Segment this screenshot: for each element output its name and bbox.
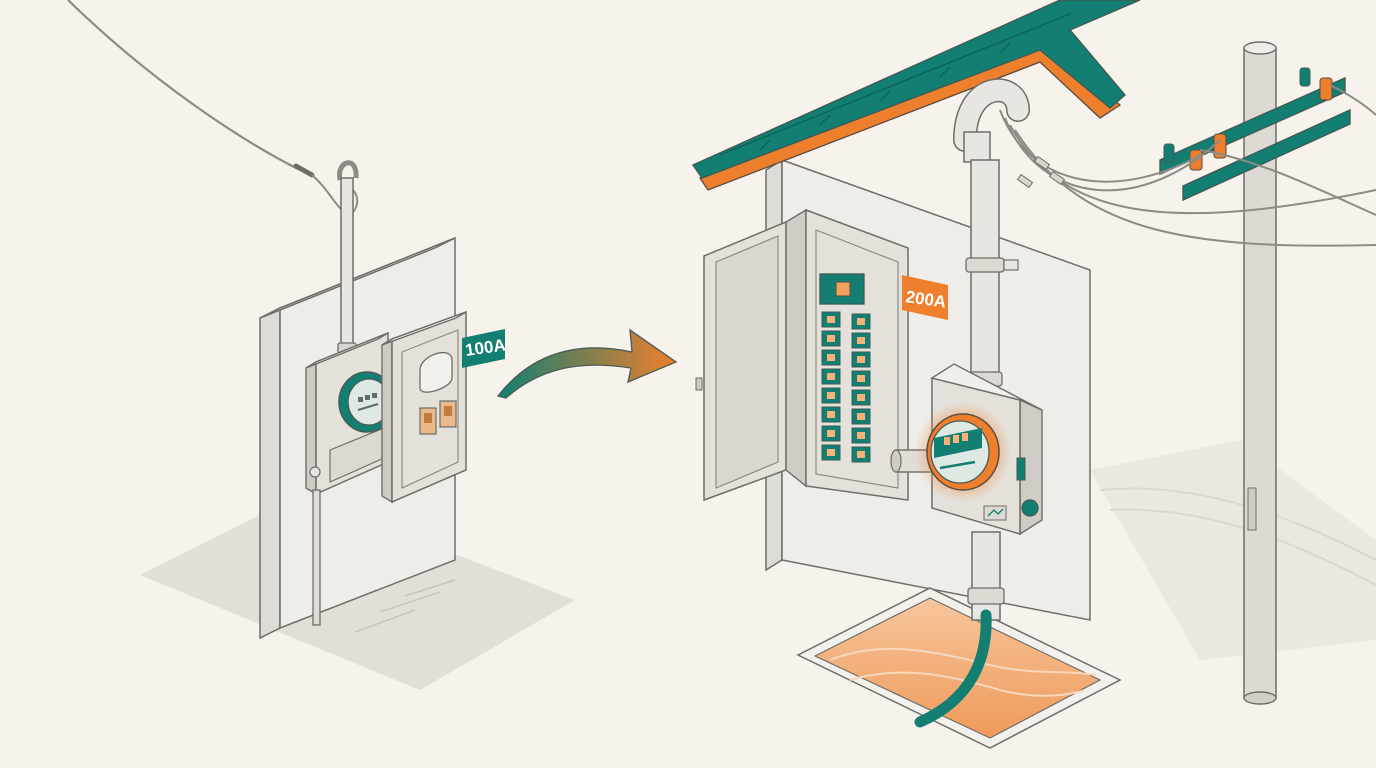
old-shadow-dash	[379, 591, 441, 613]
new-meter-label-plate	[983, 505, 1007, 521]
panel-feed-end	[890, 449, 902, 473]
old-ground-rod	[312, 489, 321, 626]
pole-crossarm	[1159, 76, 1351, 202]
new-panel-inner	[815, 229, 899, 489]
old-wall-top	[259, 237, 456, 319]
old-mast-conduit	[340, 177, 354, 351]
old-weatherhead-hook	[337, 160, 359, 181]
branch-breaker-toggle	[827, 449, 835, 456]
old-service-group: 100A	[67, 0, 575, 690]
wire-connectors	[1016, 155, 1066, 189]
branch-breaker-toggle	[857, 413, 865, 420]
new-service-rating-tag: 200A	[902, 275, 948, 320]
old-wire-clamp	[293, 163, 315, 178]
roof-shingles	[691, 0, 1141, 179]
utility-pole	[1243, 41, 1277, 705]
old-meter-knockout	[309, 466, 321, 478]
branch-breaker-toggle	[857, 432, 865, 439]
branch-breaker-toggle	[827, 373, 835, 380]
old-service-drop-wire	[67, 0, 301, 171]
branch-breaker-toggle	[827, 411, 835, 418]
old-panel-top	[381, 311, 467, 346]
new-panel-side	[785, 208, 807, 488]
underground-conduit-coupling	[967, 587, 1005, 605]
old-service-rating-tag: 100A	[462, 329, 507, 368]
branch-breaker-toggle	[827, 316, 835, 323]
branch-breaker-toggle	[857, 394, 865, 401]
new-service-mast	[953, 78, 1030, 387]
branch-breaker-toggle	[857, 318, 865, 325]
branch-breaker-toggle	[857, 375, 865, 382]
new-service-group: 200A	[691, 0, 1376, 749]
branch-breaker-toggle	[827, 392, 835, 399]
new-meter-knockout	[1021, 499, 1039, 517]
branch-breaker-toggle	[857, 337, 865, 344]
old-shadow-dash	[354, 609, 416, 633]
old-panel-inner	[401, 329, 459, 489]
smart-meter-icon	[926, 413, 1000, 491]
roof-shingle-lines	[719, 13, 1071, 156]
old-shadow-dash	[404, 579, 456, 597]
branch-breaker-toggle	[857, 451, 865, 458]
branch-breaker-toggle	[827, 354, 835, 361]
branch-breaker-toggle	[857, 356, 865, 363]
branch-breaker-toggle	[827, 335, 835, 342]
new-main-breaker	[819, 273, 865, 305]
new-meter-base-top	[930, 363, 1043, 411]
electric-meter-icon	[338, 371, 396, 433]
underground-feeder-cable	[914, 609, 992, 728]
old-main-breakers	[419, 400, 457, 435]
new-ground-shadow	[1090, 440, 1376, 660]
overhead-service-wires	[999, 84, 1376, 247]
old-panel-label-plate	[419, 351, 453, 393]
old-meter-box-top	[305, 332, 389, 369]
underground-conduit-riser	[971, 531, 1001, 621]
new-panel-door	[695, 220, 787, 502]
new-branch-breakers	[821, 311, 871, 463]
old-panel-side	[381, 337, 393, 504]
old-wall-side	[259, 306, 281, 640]
new-meter-latch	[1016, 457, 1026, 481]
new-meter-label-mark	[987, 508, 1004, 517]
branch-breaker-toggle	[827, 430, 835, 437]
curved-arrow-icon	[496, 328, 678, 399]
